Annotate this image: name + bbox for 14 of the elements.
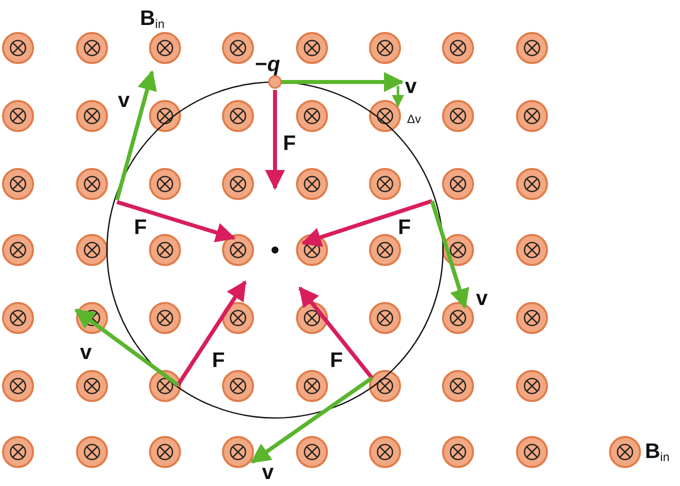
velocity-label: v xyxy=(118,90,130,111)
force-label: F xyxy=(134,217,147,238)
velocity-label: v xyxy=(80,342,92,363)
velocity-label: v xyxy=(405,76,417,97)
velocity-label: v xyxy=(476,288,488,309)
charge-label: −q xyxy=(255,54,280,75)
force-label: F xyxy=(330,350,343,371)
velocity-change-label: Δv xyxy=(407,113,422,125)
force-label: F xyxy=(212,350,225,371)
legend-text: B$_{in}$ xyxy=(645,441,670,463)
force-label: F xyxy=(283,133,296,154)
force-label: F xyxy=(398,217,411,238)
field-label: B$_{in}$ xyxy=(140,8,165,30)
velocity-label: v xyxy=(262,462,274,483)
